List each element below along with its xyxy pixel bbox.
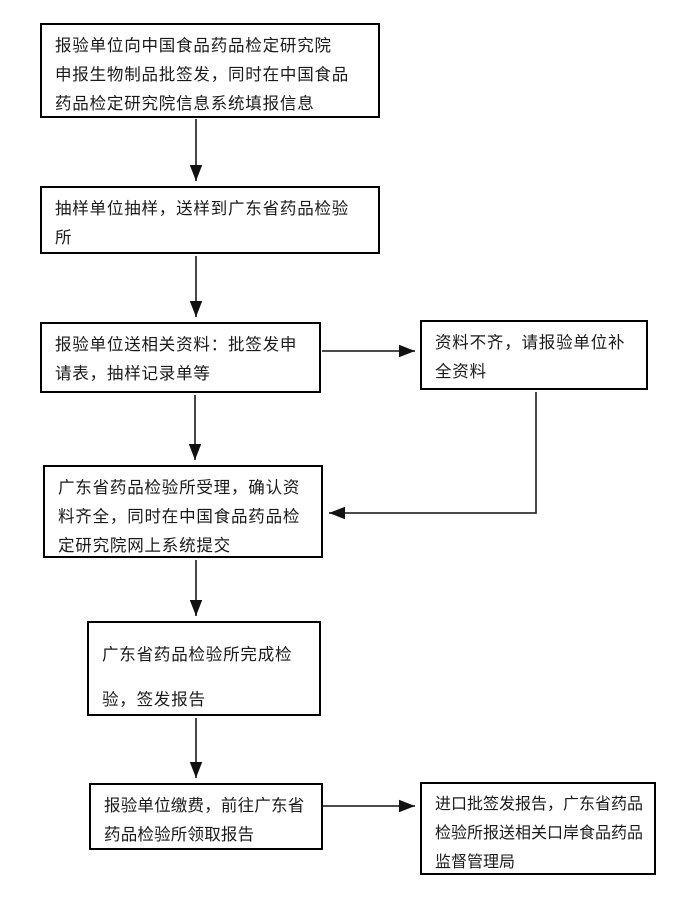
- arrow-side-a-step4: [329, 392, 537, 520]
- flow-step-declare: 报验单位向中国食品药品检定研究院 申报生物制品批签发，同时在中国食品 药品检定研…: [40, 23, 380, 118]
- flow-step-submit-materials: 报验单位送相关资料：批签发申 请表，抽样记录单等: [40, 322, 321, 393]
- flow-step-pay-collect: 报验单位缴费，前往广东省 药品检验所领取报告: [89, 783, 323, 850]
- flow-side-report-forwarding: 进口批签发报告，广东省药品 检验所报送相关口岸食品药品 监督管理局: [420, 782, 656, 875]
- flow-step-acceptance: 广东省药品检验所受理，确认资 料齐全，同时在中国食品药品检 定研究院网上系统提交: [43, 465, 323, 558]
- flow-side-materials-incomplete: 资料不齐，请报验单位补 全资料: [420, 320, 648, 390]
- flow-step-inspection-report: 广东省药品检验所完成检 验，签发报告: [87, 621, 321, 716]
- flow-step-sampling: 抽样单位抽样，送样到广东省药品检验 所: [40, 186, 380, 254]
